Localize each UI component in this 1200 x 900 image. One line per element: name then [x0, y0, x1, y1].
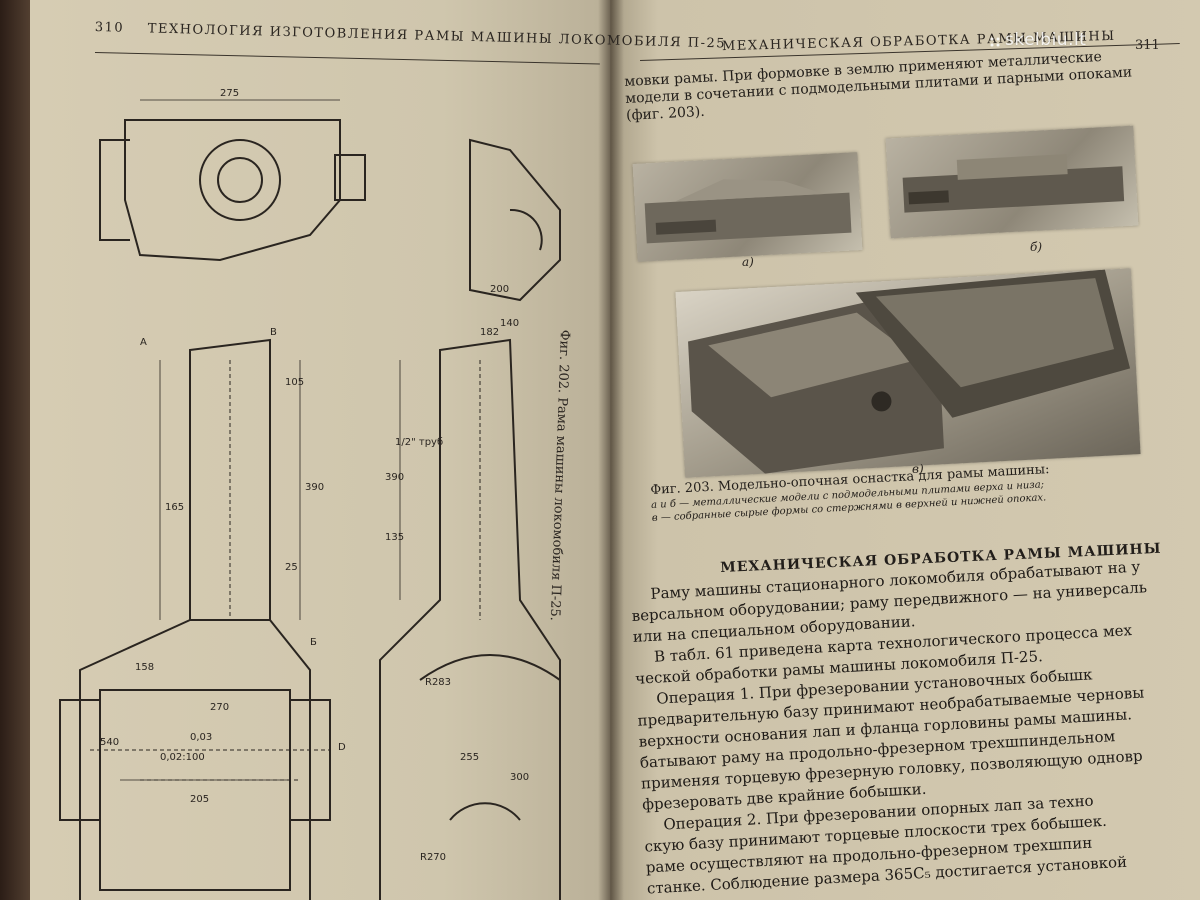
- watermark: skelbiu.lt: [1005, 30, 1087, 50]
- dim-165: 165: [165, 502, 184, 513]
- radius-r283: R283: [425, 677, 451, 688]
- dim-270: 270: [210, 702, 229, 713]
- body-text: Раму машины стационарного локомобиля обр…: [630, 553, 1200, 900]
- dim-135: 135: [385, 532, 404, 543]
- section-view-outline: [379, 338, 561, 900]
- dim-300: 300: [510, 772, 529, 783]
- dim-25: 25: [285, 562, 298, 573]
- dim-200: 200: [490, 284, 509, 295]
- dim-205: 205: [190, 794, 209, 805]
- dim-275: 275: [220, 88, 239, 99]
- pipe-thread-label: 1/2" труб: [395, 437, 443, 448]
- photo-assembled-molds: [675, 268, 1141, 478]
- photo-label-c: в): [912, 462, 924, 476]
- photo-label-b: б): [1030, 240, 1043, 254]
- dim-105: 105: [285, 377, 304, 388]
- technical-drawing: 275 A B Б D 390 165 105 25 540 270 205 3…: [59, 88, 561, 900]
- tolerance-002: 0,02:100: [160, 752, 205, 763]
- side-view-outline: [469, 138, 561, 302]
- photo-label-a: а): [742, 255, 754, 269]
- dim-182: 182: [480, 327, 499, 338]
- watermark-logo-icon: [990, 37, 1000, 47]
- right-page-number: 311: [1135, 38, 1160, 53]
- left-page-number: 310: [94, 20, 125, 36]
- dim-390: 390: [305, 482, 324, 493]
- dim-540: 540: [100, 737, 119, 748]
- section-mark-b2: Б: [310, 637, 317, 648]
- section-mark-b: B: [270, 327, 277, 338]
- dim-158: 158: [135, 662, 154, 673]
- dim-390-section: 390: [385, 472, 404, 483]
- section-mark-a: A: [140, 337, 147, 348]
- photo-model-bottom: [885, 125, 1139, 239]
- book-gutter: [598, 0, 624, 900]
- section-mark-d: D: [338, 742, 346, 753]
- top-view-outline: [124, 119, 341, 262]
- radius-r270: R270: [420, 852, 446, 863]
- flange-circle: [199, 139, 281, 221]
- dim-255: 255: [460, 752, 479, 763]
- dim-140: 140: [500, 318, 519, 329]
- tolerance-003: 0,03: [190, 732, 212, 743]
- photo-model-top: [632, 152, 863, 262]
